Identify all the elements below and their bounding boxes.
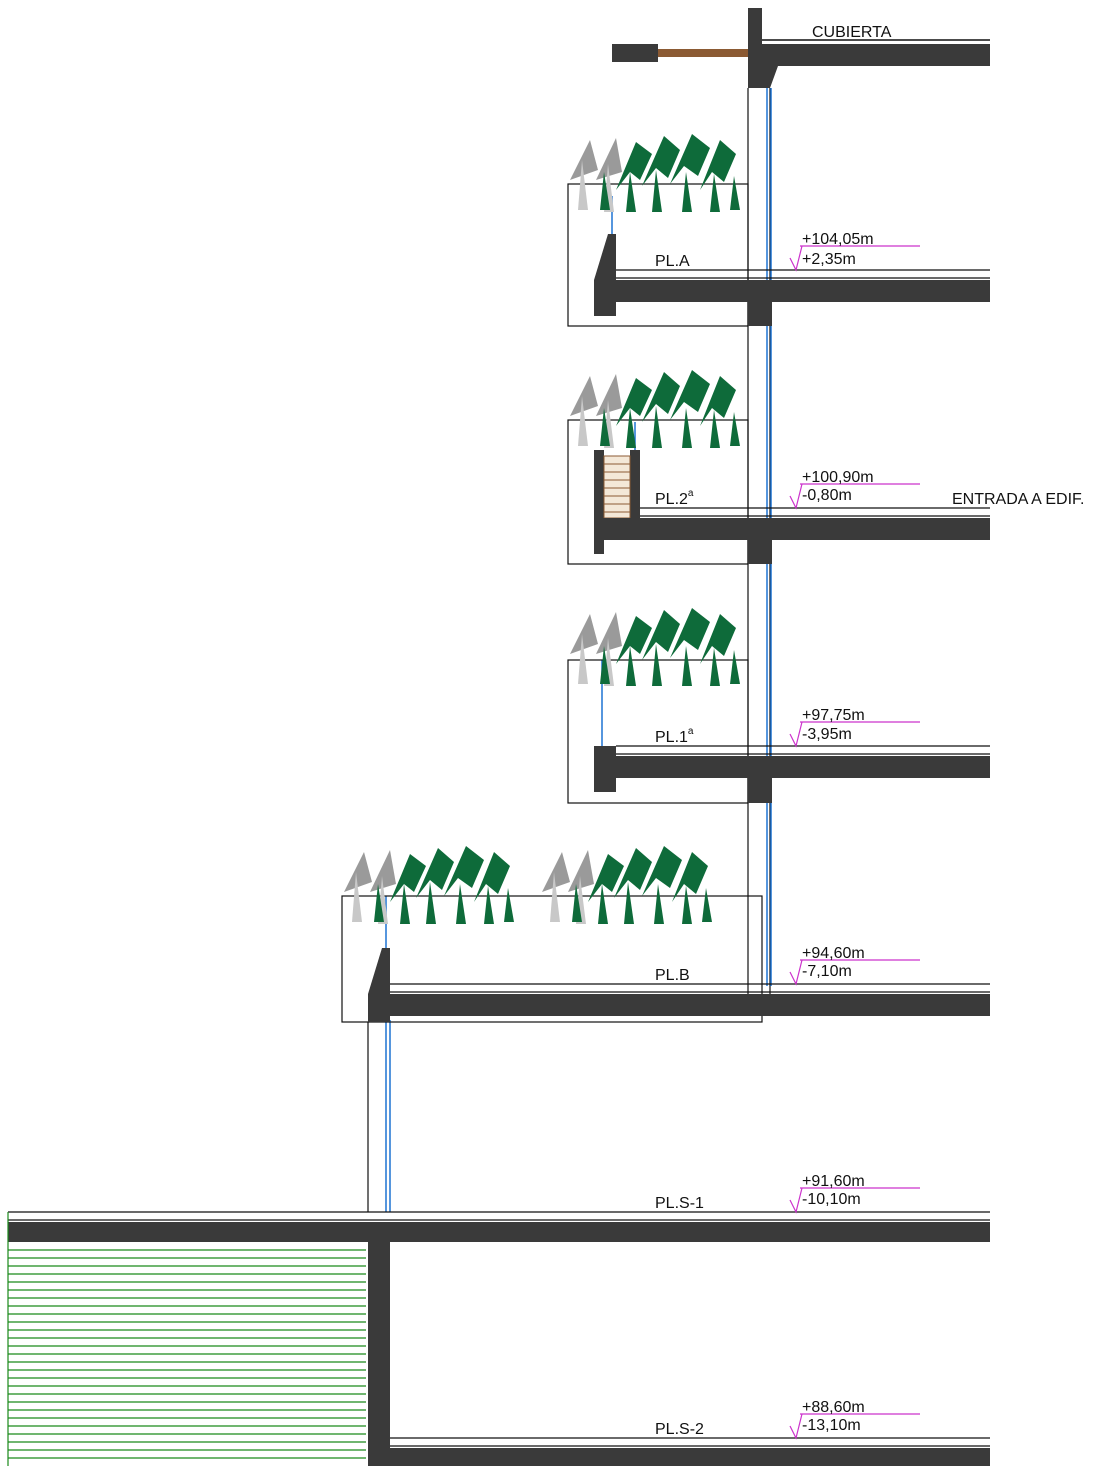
roof-label: CUBIERTA — [812, 24, 892, 41]
svg-text:+104,05m: +104,05m — [802, 231, 874, 248]
level-marker-pls2: +88,60m -13,10m — [789, 1399, 920, 1440]
floor-label-pla: PL.A — [655, 253, 690, 270]
floor-pls1-structure — [8, 1211, 990, 1466]
svg-text:+2,35m: +2,35m — [802, 251, 856, 268]
planter-plants-pl1 — [570, 608, 740, 686]
planter-plants-pl2 — [570, 370, 740, 448]
svg-text:-10,10m: -10,10m — [802, 1191, 861, 1208]
floor-label-pl1: PL.1a — [655, 726, 694, 746]
planter-plants-plb-2 — [542, 846, 712, 924]
floor-label-plb: PL.B — [655, 967, 690, 984]
stair — [603, 455, 631, 519]
level-marker-plb: +94,60m -7,10m — [789, 945, 920, 986]
svg-text:-0,80m: -0,80m — [802, 487, 852, 504]
svg-text:-7,10m: -7,10m — [802, 963, 852, 980]
floor-label-pls2: PL.S-2 — [655, 1421, 704, 1438]
planter-plants-pla — [570, 134, 740, 212]
floor-label-pl2: PL.2a — [655, 488, 694, 508]
floor-pla-structure — [567, 183, 990, 327]
wood-beam — [658, 49, 748, 57]
level-marker-pl1: +97,75m -3,95m — [789, 707, 920, 748]
svg-text:+100,90m: +100,90m — [802, 469, 874, 486]
svg-text:+94,60m: +94,60m — [802, 945, 865, 962]
svg-text:+97,75m: +97,75m — [802, 707, 865, 724]
level-marker-pl2: +100,90m -0,80m — [789, 469, 920, 510]
ground-hatch — [7, 1212, 366, 1466]
floor-pls2-structure — [390, 1437, 990, 1466]
floor-pl2-structure — [567, 419, 990, 565]
planter-plants-plb-1 — [344, 846, 514, 924]
roof-slab — [612, 8, 990, 88]
floor-plb-structure — [341, 895, 990, 1212]
level-marker-pla: +104,05m +2,35m — [789, 231, 920, 272]
svg-text:-3,95m: -3,95m — [802, 726, 852, 743]
svg-text:+88,60m: +88,60m — [802, 1399, 865, 1416]
svg-text:+91,60m: +91,60m — [802, 1173, 865, 1190]
floor-label-pls1: PL.S-1 — [655, 1195, 704, 1212]
level-marker-pls1: +91,60m -10,10m — [789, 1173, 920, 1214]
svg-text:-13,10m: -13,10m — [802, 1417, 861, 1434]
entrance-label: ENTRADA A EDIF. — [952, 491, 1084, 508]
